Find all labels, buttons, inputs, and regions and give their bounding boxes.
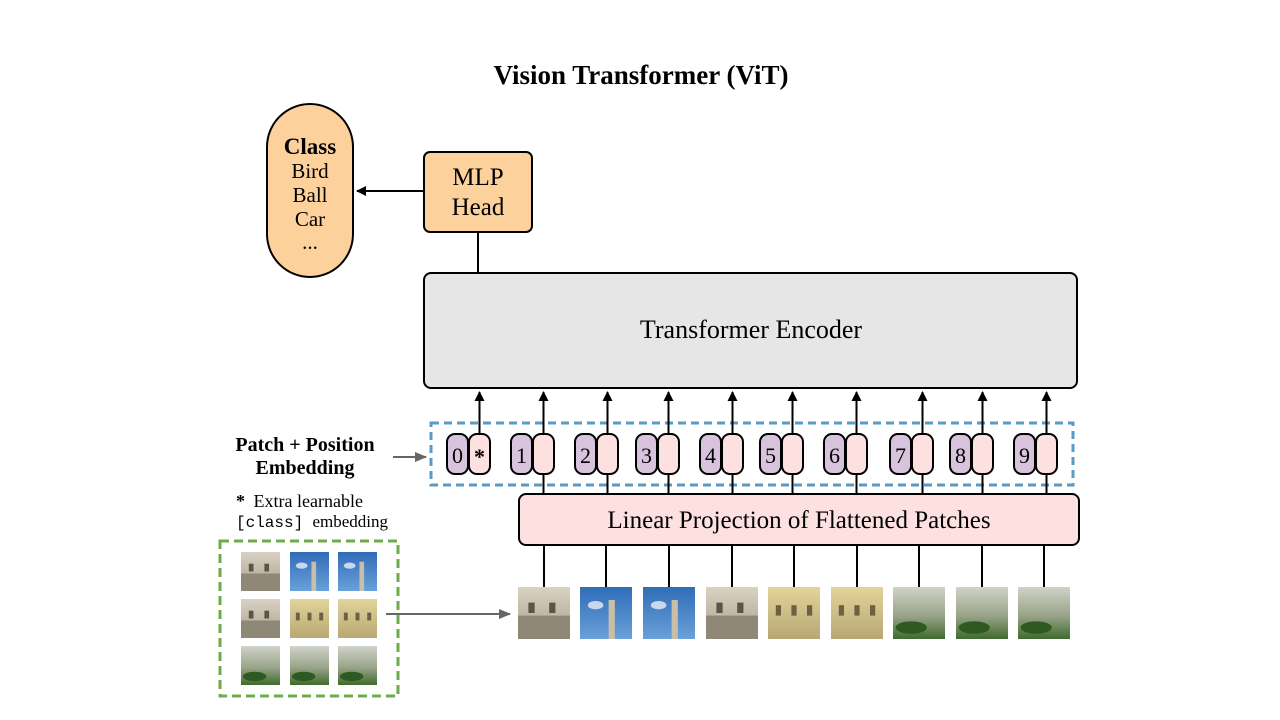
position-index-label: 4 [705,443,716,468]
embedding-token: 7 [889,433,934,475]
note-line1: * Extra learnable [236,491,363,511]
class-item: Car [295,207,325,231]
note-text-line2: embedding [312,512,388,531]
image-patch-thumbnail [241,552,280,591]
patch-embedding-capsule [596,433,619,475]
patch-embedding-capsule [657,433,680,475]
position-index-label: 5 [765,443,776,468]
image-patch-thumbnail [518,587,570,639]
patch-embedding-capsule [911,433,934,475]
embedding-token: 2 [574,433,619,475]
class-output-box [266,103,354,278]
image-patch-thumbnail [956,587,1008,639]
note-code: [class] [236,514,303,532]
class-item: Bird [291,159,329,183]
image-patch-thumbnail [831,587,883,639]
transformer-encoder-label: Transformer Encoder [640,315,862,344]
image-patch-thumbnail [1018,587,1070,639]
embedding-token: 6 [823,433,868,475]
image-patch-thumbnail [643,587,695,639]
position-index-label: 0 [452,443,463,468]
note-star: * [236,491,245,511]
class-item: Ball [293,183,328,207]
image-patch-thumbnail [580,587,632,639]
projection-connectors [542,474,1048,494]
position-index-label: 6 [829,443,840,468]
class-token-star: * [474,444,485,469]
position-index-label: 9 [1019,443,1030,468]
patch-embedding-capsule [971,433,994,475]
position-index-label: 1 [516,443,527,468]
image-patch-thumbnail [241,646,280,685]
image-patch-thumbnail [338,646,377,685]
patch-embedding-capsule [781,433,804,475]
transformer-encoder-box [423,272,1078,389]
image-patch-thumbnail [241,599,280,638]
embedding-token: 0* [446,433,491,475]
position-index-label: 8 [955,443,966,468]
image-patch-thumbnail [290,646,329,685]
embedding-label-line1: Patch + Position [235,434,374,456]
embedding-token: 9 [1013,433,1058,475]
linear-projection-box [518,493,1080,546]
embedding-label-line2: Embedding [256,457,355,479]
mlp-head-label-line1: MLP [452,164,503,191]
source-image-patch-grid [241,552,377,685]
diagram-title: Vision Transformer (ViT) [494,60,789,90]
embedding-token: 8 [949,433,994,475]
embedding-token: 4 [699,433,744,475]
image-patch-thumbnail [290,552,329,591]
linear-projection-label: Linear Projection of Flattened Patches [607,507,990,534]
patch-embedding-capsule [532,433,555,475]
note-text-line1: Extra learnable [254,491,363,511]
patch-embedding-capsule [1035,433,1058,475]
patch-embedding-capsule [845,433,868,475]
source-image-dashed-frame [218,539,400,698]
patch-embedding-capsule [721,433,744,475]
class-heading: Class [284,134,336,159]
image-patch-thumbnail [893,587,945,639]
image-patch-thumbnail [768,587,820,639]
image-patch-thumbnail [338,599,377,638]
flattened-patch-strip [518,545,1070,639]
embedding-token: 1 [510,433,555,475]
mlp-head-label-line2: Head [452,194,505,221]
image-patch-thumbnail [706,587,758,639]
embedding-token: 5 [759,433,804,475]
position-index-label: 2 [580,443,591,468]
image-patch-thumbnail [338,552,377,591]
image-patch-thumbnail [290,599,329,638]
position-index-label: 3 [641,443,652,468]
embedding-token: 3 [635,433,680,475]
position-index-label: 7 [895,443,906,468]
class-item: ... [302,230,318,254]
note-line2: [class] embedding [236,512,389,532]
